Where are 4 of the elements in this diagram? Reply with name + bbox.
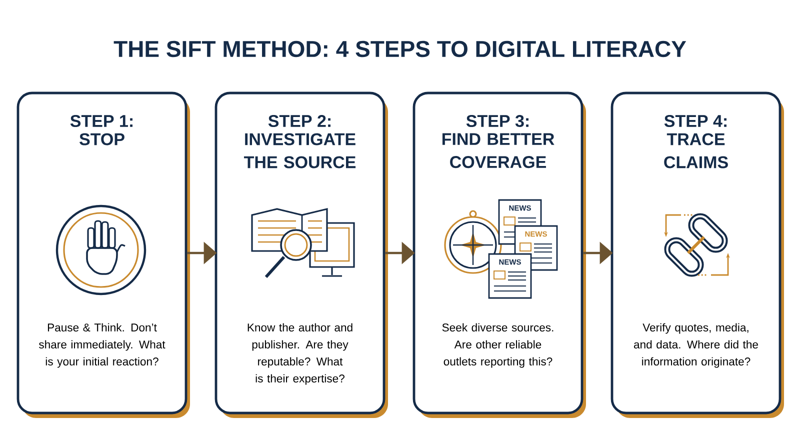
step-card: STEP 4: TRACE CLAIMS Verify quotes, media, and data. Where did the information originate? — [610, 92, 782, 414]
step-card: STEP 1: STOP Pause & Think. Don’t share immediately. What is your initial reaction? — [16, 92, 188, 414]
title: THE SIFT METHOD: 4 STEPS TO DIGITAL LITERACY — [114, 40, 686, 58]
step-card: STEP 2: INVESTIGATE THE SOURCE Know the author and publisher. Are they reputable? What is their expertise? — [214, 92, 386, 414]
